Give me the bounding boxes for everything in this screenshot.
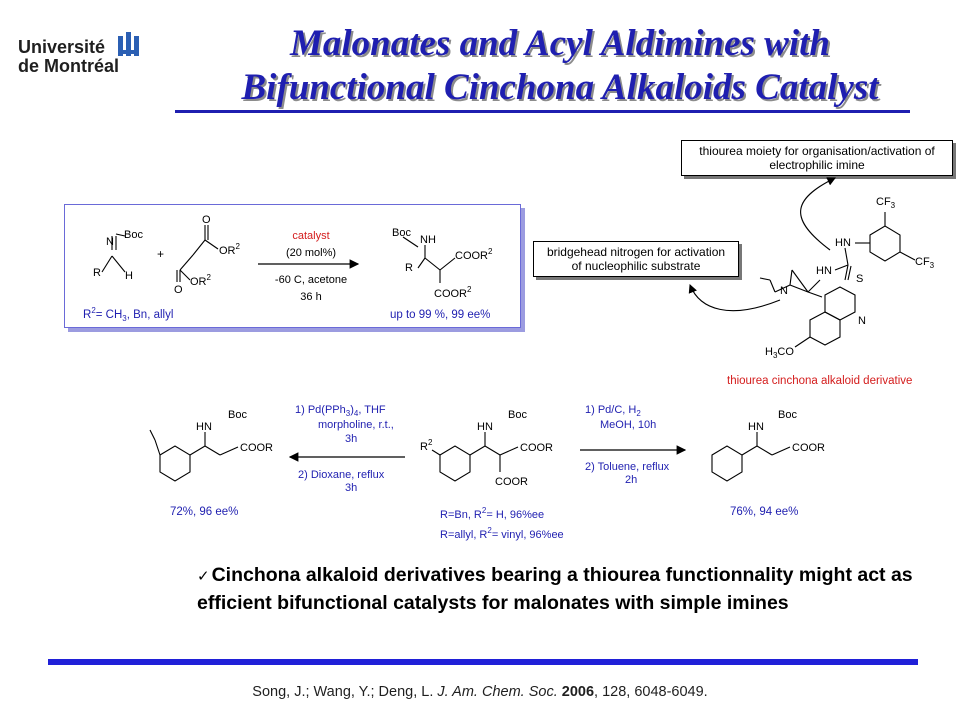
plus-sign: + bbox=[157, 247, 164, 261]
thiourea-annotation-line1: thiourea moiety for organisation/activat… bbox=[699, 144, 935, 158]
product-boc: Boc bbox=[392, 227, 411, 239]
thiourea-annotation-box: thiourea moiety for organisation/activat… bbox=[681, 140, 953, 176]
mid-coor-top: COOR bbox=[520, 442, 553, 454]
left-hn: HN bbox=[196, 421, 212, 433]
mid-hn: HN bbox=[477, 421, 493, 433]
thiourea-annotation-line2: electrophilic imine bbox=[769, 158, 865, 172]
product-structure bbox=[402, 236, 456, 283]
left-arrow-step1: 1) Pd(PPh3)4, THF bbox=[295, 404, 386, 418]
malonate-o-top: O bbox=[202, 214, 211, 226]
imine-h: H bbox=[125, 270, 133, 282]
bridgehead-curved-arrow bbox=[688, 283, 781, 312]
left-arrow-step2: 2) Dioxane, reflux bbox=[298, 469, 385, 481]
right-hn: HN bbox=[748, 421, 764, 433]
right-coor: COOR bbox=[792, 442, 825, 454]
product-nh: NH bbox=[420, 234, 436, 246]
imine-n: N bbox=[106, 236, 114, 248]
catalyst-hn2: HN bbox=[816, 265, 832, 277]
scheme1-yield: up to 99 %, 99 ee% bbox=[390, 309, 490, 321]
mid-boc: Boc bbox=[508, 409, 527, 421]
title-line-2: Bifunctional Cinchona Alkaloids Catalyst bbox=[241, 67, 879, 108]
left-arrow-step2-b: 3h bbox=[345, 482, 357, 494]
conclusion-text: Cinchona alkaloid derivatives bearing a … bbox=[197, 564, 913, 614]
citation: Song, J.; Wang, Y.; Deng, L. J. Am. Chem… bbox=[0, 684, 960, 700]
imine-r: R bbox=[93, 267, 101, 279]
cond-catalyst: catalyst bbox=[292, 230, 329, 242]
title-underline bbox=[175, 110, 910, 113]
catalyst-n-quin: N bbox=[858, 315, 866, 327]
citation-authors: Song, J.; Wang, Y.; Deng, L. bbox=[252, 684, 438, 700]
footer-rule bbox=[48, 659, 918, 665]
left-coor: COOR bbox=[240, 442, 273, 454]
imine-structure bbox=[101, 233, 126, 273]
logo-mark-icon bbox=[118, 32, 139, 56]
checkmark-icon: ✓ bbox=[197, 568, 210, 585]
catalyst-n-bridge: N bbox=[780, 285, 788, 297]
citation-year: 2006 bbox=[561, 684, 595, 700]
catalyst-caption: thiourea cinchona alkaloid derivative bbox=[727, 375, 912, 387]
cond-loading: (20 mol%) bbox=[286, 247, 336, 259]
university-logo: Université de Montréal bbox=[18, 32, 153, 82]
malonate-structure bbox=[176, 225, 219, 282]
right-boc: Boc bbox=[778, 409, 797, 421]
malonate-o-bot: O bbox=[174, 284, 183, 296]
mid-coor-bot: COOR bbox=[495, 476, 528, 488]
cond-time: 36 h bbox=[300, 291, 321, 303]
bridgehead-annotation-line2: of nucleophilic substrate bbox=[571, 259, 701, 273]
logo-line2: de Montréal bbox=[18, 56, 120, 76]
right-yield: 76%, 94 ee% bbox=[730, 506, 798, 518]
right-arrow-step1-b: MeOH, 10h bbox=[600, 419, 656, 431]
citation-journal: J. Am. Chem. Soc. bbox=[437, 684, 558, 700]
r2-definition: R2= CH3, Bn, allyl bbox=[83, 306, 173, 323]
left-arrow-step1-b: morpholine, r.t., bbox=[318, 419, 394, 431]
catalyst-structure bbox=[759, 212, 916, 348]
bridgehead-annotation-box: bridgehead nitrogen for activation of nu… bbox=[533, 241, 739, 277]
bridgehead-annotation-line1: bridgehead nitrogen for activation bbox=[546, 245, 726, 259]
middle-compound-structure bbox=[431, 432, 519, 482]
cond-temp: -60 C, acetone bbox=[275, 274, 347, 286]
right-arrow-step2: 2) Toluene, reflux bbox=[585, 461, 670, 473]
left-arrow-step1-c: 3h bbox=[345, 433, 357, 445]
thiourea-curved-arrow bbox=[800, 177, 836, 251]
mid-condition-2: R=allyl, R2= vinyl, 96%ee bbox=[440, 526, 564, 541]
left-product-structure bbox=[149, 429, 239, 482]
product-coor2-top: COOR2 bbox=[455, 247, 493, 262]
imine-boc: Boc bbox=[124, 229, 143, 241]
product-r: R bbox=[405, 262, 413, 274]
logo-line1: Université bbox=[18, 37, 106, 57]
citation-rest: , 128, 6048-6049. bbox=[594, 684, 708, 700]
left-yield: 72%, 96 ee% bbox=[170, 506, 238, 518]
title-line-1: Malonates and Acyl Aldimines with bbox=[289, 23, 830, 64]
product-coor2-bot: COOR2 bbox=[434, 285, 472, 300]
malonate-or2-bot: OR2 bbox=[190, 273, 212, 288]
right-arrow-step1: 1) Pd/C, H2 bbox=[585, 404, 641, 418]
mid-r2: R2 bbox=[420, 438, 433, 453]
catalyst-h3co: H3CO bbox=[765, 346, 794, 360]
catalyst-hn1: HN bbox=[835, 237, 851, 249]
catalyst-cf3-right: CF3 bbox=[915, 256, 935, 270]
catalyst-s: S bbox=[856, 273, 863, 285]
right-product-structure bbox=[711, 432, 791, 482]
mid-condition-1: R=Bn, R2= H, 96%ee bbox=[440, 506, 544, 521]
conclusion-bullet: ✓Cinchona alkaloid derivatives bearing a… bbox=[197, 562, 937, 616]
malonate-or2-top: OR2 bbox=[219, 242, 241, 257]
right-arrow-step2-b: 2h bbox=[625, 474, 637, 486]
left-boc: Boc bbox=[228, 409, 247, 421]
catalyst-cf3-top: CF3 bbox=[876, 196, 896, 210]
